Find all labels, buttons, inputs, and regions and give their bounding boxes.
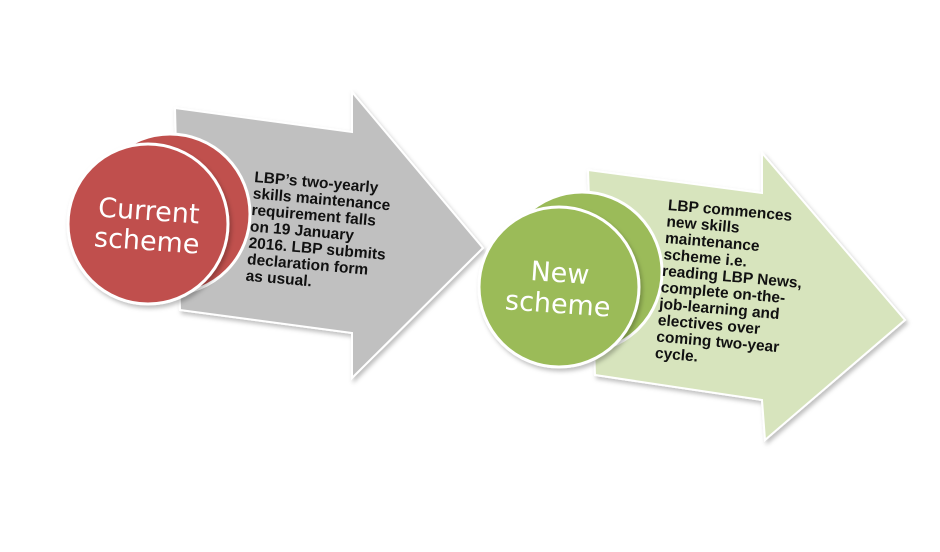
new-description-line: cycle.	[654, 345, 698, 366]
new-arrow	[586, 150, 907, 443]
current-circle	[66, 142, 230, 306]
new-circle	[477, 205, 641, 369]
current-description-line: as usual.	[245, 268, 313, 291]
current-title-line: scheme	[93, 222, 200, 260]
new-description-line: new skills	[666, 213, 740, 236]
new-title-line: scheme	[504, 285, 611, 323]
new-title-line: New	[529, 256, 590, 291]
current-arrow	[173, 89, 485, 381]
current-title-line: Current	[97, 193, 200, 231]
